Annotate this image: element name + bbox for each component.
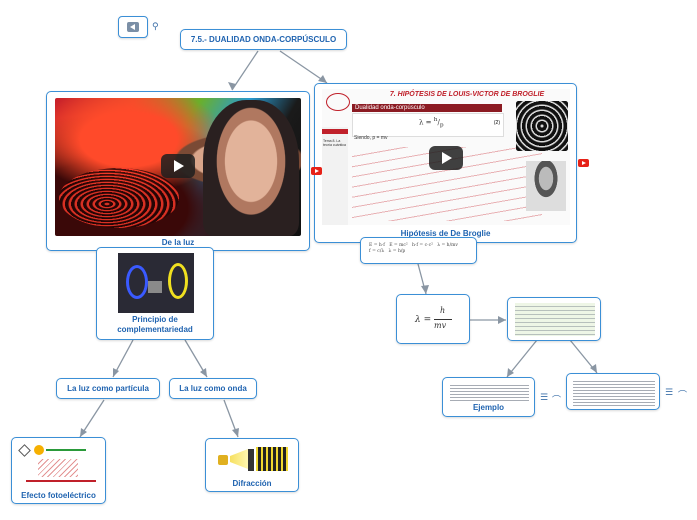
slide-eq-num: (2) xyxy=(493,120,500,126)
problem-image xyxy=(515,303,595,336)
node-difraccion-label: Difracción xyxy=(232,479,272,488)
ejemplo-2-text-image xyxy=(573,379,655,407)
node-efecto-label: Efecto fotoeléctrico xyxy=(21,491,96,500)
formula-h: h xyxy=(440,306,446,315)
formula-mv: mv xyxy=(434,321,447,330)
node-luz-particula[interactable]: La luz como partícula xyxy=(56,378,160,399)
node-problem-image[interactable] xyxy=(507,297,601,341)
de-broglie-portrait xyxy=(526,161,566,211)
back-arrow-icon xyxy=(127,22,139,32)
central-topic[interactable]: 7.5.- DUALIDAD ONDA-CORPÚSCULO xyxy=(180,29,347,50)
central-topic-label: 7.5.- DUALIDAD ONDA-CORPÚSCULO xyxy=(190,35,337,44)
play-button[interactable] xyxy=(161,154,195,178)
difraccion-image xyxy=(216,445,290,473)
atom-icon xyxy=(326,93,350,111)
node-principio-label: Principio de complementariedad xyxy=(117,315,193,334)
youtube-icon[interactable] xyxy=(311,167,322,175)
slide-sidebar: Tema 8. La teoría cuántica xyxy=(322,127,348,225)
lambda-formula: λ = h mv xyxy=(411,306,461,334)
ejemplo-text-image xyxy=(450,383,529,401)
slide-siendo: Siendo, p = mv xyxy=(354,135,388,141)
diffraction-pattern-image xyxy=(516,101,568,151)
node-ejemplo-2[interactable] xyxy=(566,373,660,410)
node-de-la-luz[interactable]: De la luz xyxy=(46,91,310,251)
principio-image xyxy=(118,253,194,313)
slide-side-label: Tema 8. La teoría cuántica xyxy=(323,139,346,147)
attachment-icon[interactable]: ⌒ xyxy=(678,391,688,401)
slide-heading: 7. HIPÓTESIS DE LOUIS-VICTOR DE BROGLIE xyxy=(389,91,545,98)
link-icon[interactable]: ⚲ xyxy=(152,22,159,32)
slide-bar: Dualidad onda-corpúsculo xyxy=(352,104,502,112)
node-luz-onda[interactable]: La luz como onda xyxy=(169,378,257,399)
node-lambda-formula[interactable]: λ = h mv xyxy=(396,294,470,344)
node-hipotesis-label: Hipótesis de De Broglie xyxy=(400,229,491,238)
notes-icon[interactable]: ☰ xyxy=(540,393,549,403)
play-button[interactable] xyxy=(429,146,463,170)
node-ejemplo[interactable]: Ejemplo xyxy=(442,377,535,417)
person-silhouette xyxy=(203,100,299,236)
video-thumbnail-de-la-luz[interactable] xyxy=(55,98,301,236)
node-de-la-luz-label: De la luz xyxy=(161,238,195,247)
ring-pattern xyxy=(59,168,179,228)
efecto-image xyxy=(18,443,100,485)
back-button[interactable] xyxy=(118,16,148,38)
attachment-icon[interactable]: ⌒ xyxy=(552,396,562,406)
lambda-symbol: λ = xyxy=(415,315,432,325)
node-difraccion[interactable]: Difracción xyxy=(205,438,299,492)
node-luz-onda-label: La luz como onda xyxy=(179,384,247,393)
node-luz-particula-label: La luz como partícula xyxy=(67,384,149,393)
youtube-icon[interactable] xyxy=(578,159,589,167)
slide-equation: λ = h/p (2) xyxy=(352,113,504,137)
node-efecto[interactable]: Efecto fotoeléctrico xyxy=(11,437,106,504)
notes-icon[interactable]: ☰ xyxy=(665,388,674,398)
node-hipotesis[interactable]: 7. HIPÓTESIS DE LOUIS-VICTOR DE BROGLIE … xyxy=(314,83,577,243)
node-ejemplo-label: Ejemplo xyxy=(472,403,505,412)
node-principio[interactable]: Principio de complementariedad xyxy=(96,247,214,340)
